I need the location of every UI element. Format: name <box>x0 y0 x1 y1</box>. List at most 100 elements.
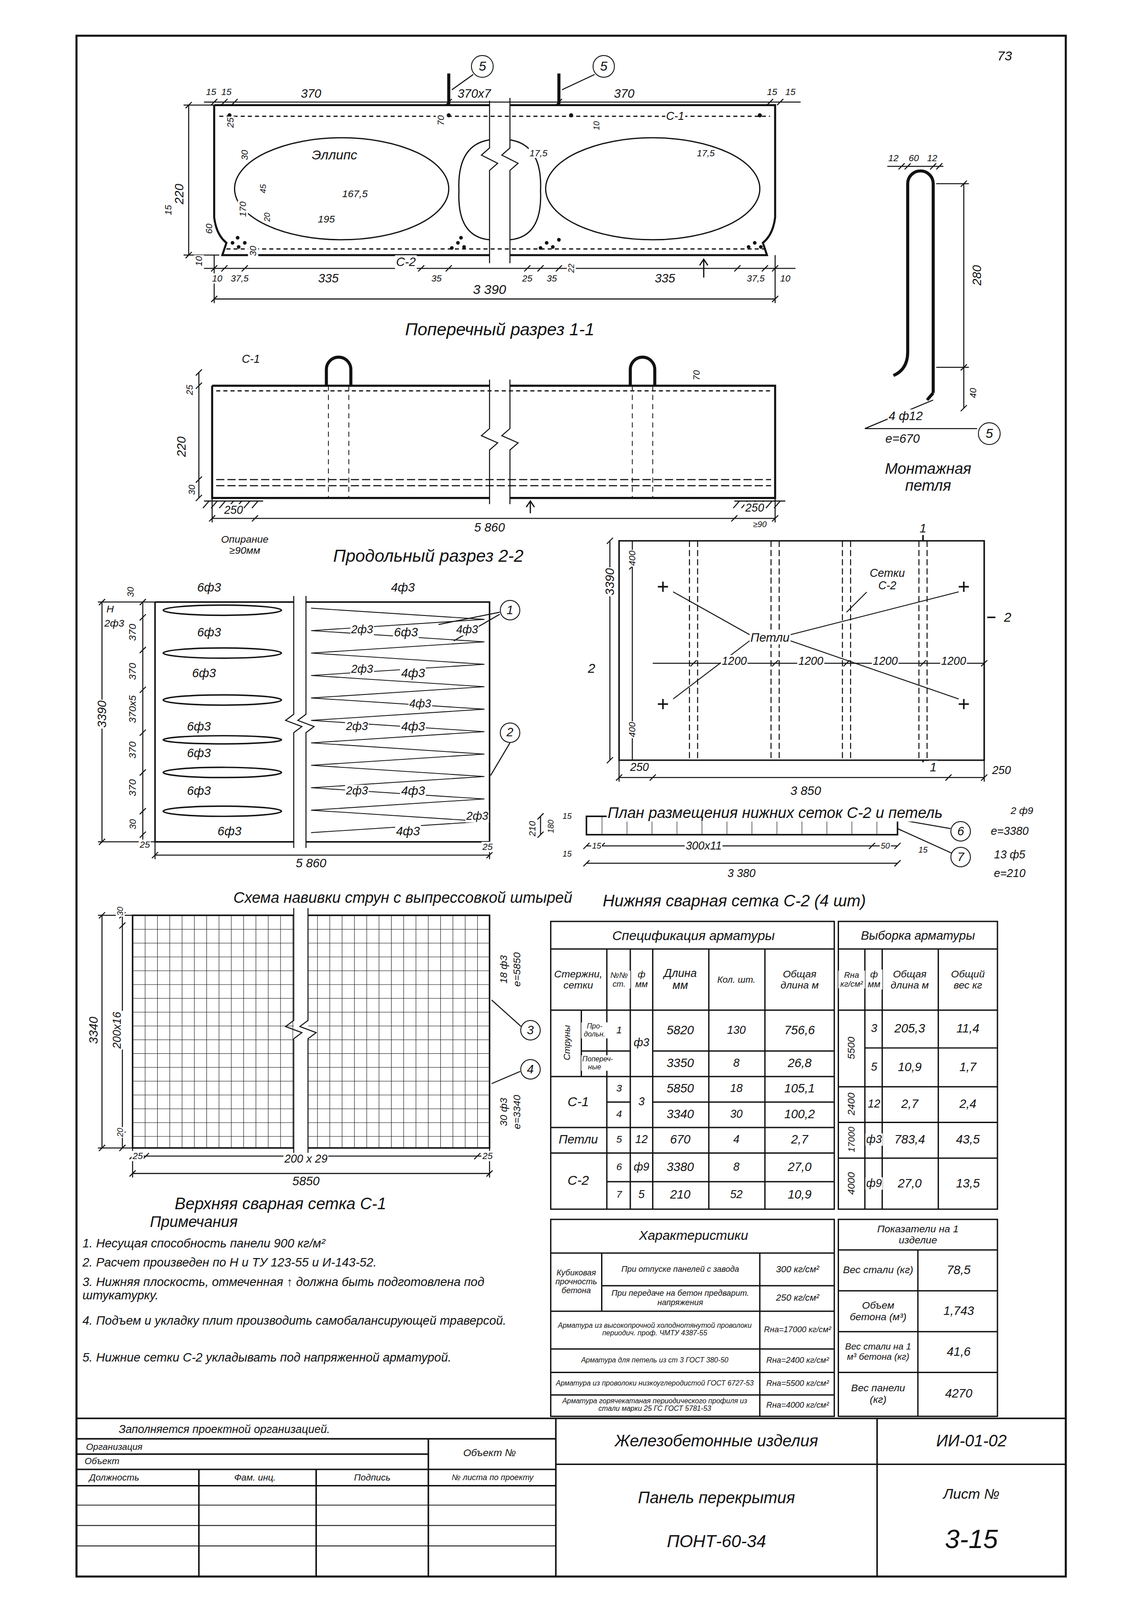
drawing-label: 1,743 <box>942 1303 975 1318</box>
drawing-label: 1200 <box>871 654 899 668</box>
drawing-label: 3 <box>870 1021 879 1035</box>
node-text: 2 <box>506 725 514 739</box>
drawing-label: 17,5 <box>528 147 549 159</box>
drawing-label: е=670 <box>884 431 921 446</box>
drawing-label: Кол. шт. <box>715 973 758 985</box>
drawing-label: 25 <box>131 1150 144 1161</box>
drawing-label: 43,5 <box>954 1132 981 1146</box>
drawing-label: 35 <box>545 273 558 284</box>
drawing-label: 30 <box>186 483 198 496</box>
drawing-label: 11,4 <box>955 1021 981 1035</box>
drawing-label: Примечания <box>149 1213 239 1231</box>
drawing-label: 70 <box>691 369 702 382</box>
drawing-label: 180 <box>546 818 556 835</box>
drawing-label: 5 860 <box>294 856 328 870</box>
drawing-label: 1,7 <box>958 1060 978 1074</box>
drawing-label: 2,4 <box>958 1096 978 1111</box>
drawing-label: Продольный разрез 2-2 <box>332 546 525 566</box>
drawing-label: 5 860 <box>473 520 506 535</box>
drawing-label: 4ф3 <box>390 580 416 594</box>
drawing-label: 25 <box>184 383 195 396</box>
drawing-label: 4ф3 <box>455 623 479 636</box>
drawing-label: Организация <box>85 1440 144 1452</box>
drawing-label: 370 <box>613 87 636 101</box>
drawing-label: 4ф3 <box>400 666 427 680</box>
drawing-label: 10,9 <box>897 1060 923 1074</box>
drawing-label: 25 <box>481 841 494 852</box>
drawing-label: 210 <box>527 819 538 837</box>
drawing-label: Общая длина м <box>767 967 832 991</box>
drawing-label: 15 <box>591 840 602 850</box>
node-text: 6 <box>957 824 965 838</box>
drawing-label: Вес стали на 1 м³ бетона (кг) <box>840 1341 916 1362</box>
drawing-label: 60 <box>204 222 215 235</box>
drawing-label: Схема навивки струн с выпрессовкой штыре… <box>232 889 574 907</box>
drawing-label: Показатели на 1 изделие <box>860 1222 975 1246</box>
drawing-label: С-1 <box>665 110 686 123</box>
drawing-label: 10 <box>193 255 205 268</box>
drawing-label: 2 ф9 <box>1009 805 1035 817</box>
drawing-label: 335 <box>317 271 340 285</box>
callout-circle: 5 <box>977 422 1001 445</box>
drawing-label: 13,5 <box>954 1176 981 1190</box>
drawing-label: 15 <box>766 86 779 97</box>
drawing-label: 15 <box>561 849 573 859</box>
drawing-label: 6ф3 <box>393 625 420 639</box>
drawing-label: Про- дольн. <box>581 1022 608 1038</box>
drawing-label: 10,9 <box>786 1187 813 1201</box>
drawing-label: 3 <box>615 1082 623 1094</box>
drawing-label: 2ф3 <box>350 623 374 636</box>
drawing-label: 670 <box>668 1132 692 1146</box>
drawing-label: 167,5 <box>341 188 369 200</box>
drawing-label: Попереч- ные <box>581 1054 608 1071</box>
drawing-label: ≥90 <box>752 519 768 529</box>
drawing-label: Rнa=5500 кг/см² <box>762 1378 834 1388</box>
drawing-label: Н <box>105 603 115 615</box>
drawing-label: 27,0 <box>786 1159 813 1174</box>
drawing-label: Поперечный разрез 1-1 <box>403 320 596 340</box>
drawing-label: 5850 <box>665 1081 695 1095</box>
drawing-label: 250 <box>223 503 244 517</box>
drawing-label: 3340 <box>665 1107 695 1121</box>
drawing-label: ф3 <box>865 1132 883 1146</box>
drawing-label: 105,1 <box>783 1081 816 1095</box>
drawing-label: Rнa=17000 кг/см² <box>762 1324 834 1334</box>
drawing-label: 220 <box>174 435 189 458</box>
drawing-label: 8 <box>732 1160 741 1173</box>
drawing-label: № листа по проекту <box>451 1472 535 1482</box>
node-text: 5 <box>478 59 487 74</box>
drawing-label: Общий вес кг <box>941 967 995 991</box>
drawing-label: Арматура из высокопрочной холоднотянутой… <box>551 1321 758 1337</box>
drawing-label: 25 <box>481 1150 494 1161</box>
drawing-label: 170 <box>237 200 248 218</box>
drawing-label: 3 390 <box>471 282 507 297</box>
drawing-label: Опирание ≥90мм <box>208 533 282 557</box>
drawing-label: 335 <box>653 271 677 285</box>
drawing-label: ф9 <box>633 1160 651 1173</box>
drawing-label: 4 ф12 <box>887 409 924 423</box>
drawing-label: 370 <box>126 661 139 681</box>
drawing-label: 6ф3 <box>186 783 212 797</box>
drawing-label: 130 <box>726 1024 747 1037</box>
drawing-label: Кубиковая прочность бетона <box>551 1267 601 1295</box>
drawing-label: Эллипс <box>310 147 358 163</box>
drawing-label: 52 <box>729 1187 744 1201</box>
drawing-label: 6ф3 <box>186 745 212 760</box>
drawing-label: 250 <box>744 501 765 515</box>
drawing-label: Стержни, сетки <box>551 967 605 991</box>
drawing-label: е=3340 <box>511 1093 523 1130</box>
drawing-label: 18 ф3 <box>498 953 510 985</box>
drawing-label: 3380 <box>665 1159 695 1174</box>
drawing-label: 45 <box>258 183 268 194</box>
drawing-label: 4000 <box>846 1171 858 1196</box>
drawing-label: 13 ф5 <box>993 848 1026 861</box>
node-text: 7 <box>957 850 965 864</box>
drawing-label: При передаче на бетон предварит. напряже… <box>602 1288 758 1307</box>
drawing-label: 1 <box>918 521 928 535</box>
drawing-label: 20 <box>262 211 272 223</box>
drawing-label: С-1 <box>566 1094 590 1109</box>
drawing-label: 5 <box>615 1133 623 1145</box>
drawing-label: С-1 <box>241 352 262 366</box>
drawing-label: 370 <box>126 622 139 642</box>
drawing-label: При отпуске панелей с завода <box>602 1264 758 1274</box>
